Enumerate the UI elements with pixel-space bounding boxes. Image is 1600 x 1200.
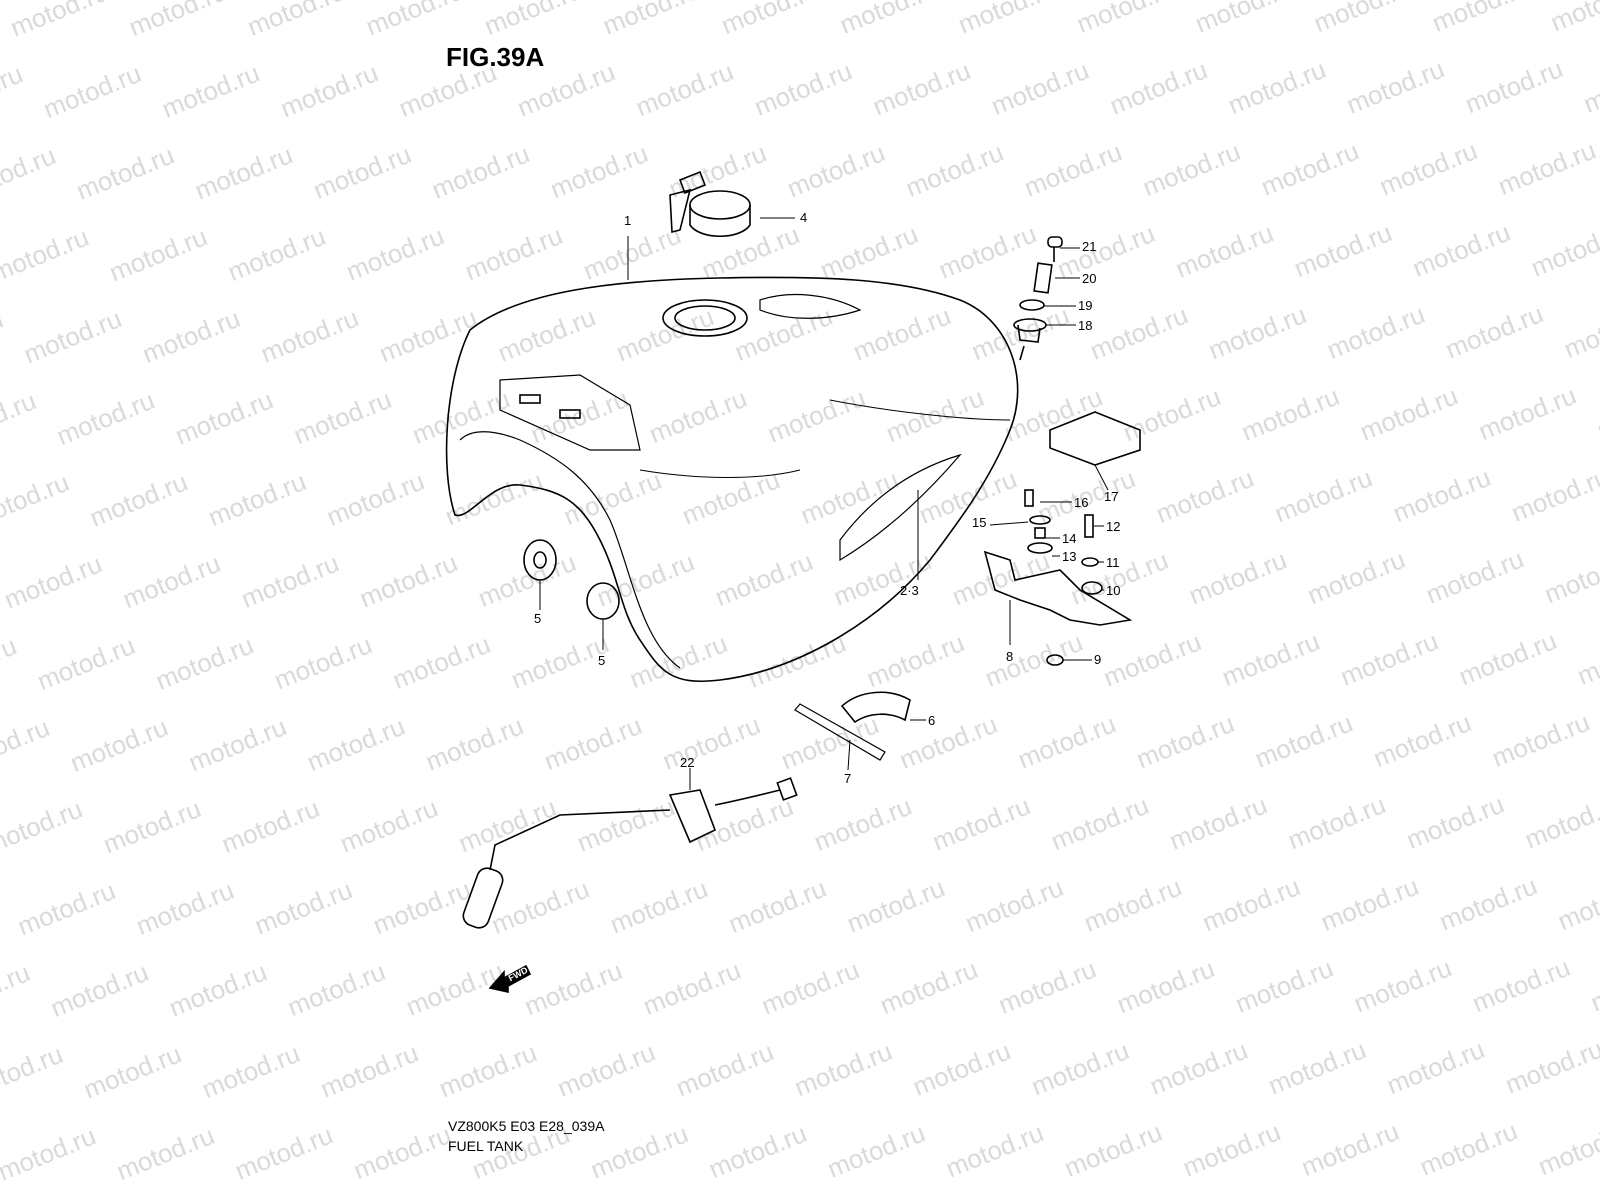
callout-18: 18 (1078, 318, 1093, 333)
bracket-17-drawing (1049, 411, 1141, 466)
callout-19: 19 (1078, 298, 1093, 313)
callout-1: 1 (624, 213, 632, 228)
callout-9: 9 (1094, 652, 1102, 667)
callout-11: 11 (1106, 555, 1120, 570)
callout-20: 20 (1082, 271, 1097, 286)
callout-16: 16 (1074, 495, 1089, 510)
callout-15: 15 (972, 515, 987, 530)
cable-tie-7-drawing (794, 703, 886, 761)
fwd-arrow-icon (488, 964, 532, 993)
callout-21: 21 (1082, 239, 1097, 254)
callout-22: 22 (680, 755, 695, 770)
mount-parts-drawing (1013, 236, 1063, 361)
leader-lines (539, 217, 1109, 790)
fuel-cap-drawing (669, 170, 751, 237)
callout-13: 13 (1062, 549, 1077, 564)
callout-5b: 5 (598, 653, 606, 668)
callout-14: 14 (1062, 531, 1077, 546)
callout-10: 10 (1106, 583, 1121, 598)
callout-2-3: 2·3 (900, 583, 919, 598)
callout-8: 8 (1006, 649, 1014, 664)
callout-6: 6 (928, 713, 936, 728)
figure-name: FUEL TANK (448, 1138, 524, 1154)
fuel-sender-22-drawing (462, 777, 798, 929)
bracket-8-drawing (983, 489, 1133, 666)
model-code: VZ800K5 E03 E28_039A (448, 1118, 605, 1134)
callout-12: 12 (1106, 519, 1121, 534)
figure-title: FIG.39A (446, 42, 545, 72)
callout-4: 4 (800, 210, 808, 225)
callout-5: 5 (534, 611, 542, 626)
fuel-tank-drawing (445, 276, 1019, 682)
callout-7: 7 (844, 771, 852, 786)
callout-17: 17 (1104, 489, 1119, 504)
cushion-6-drawing (840, 691, 911, 724)
